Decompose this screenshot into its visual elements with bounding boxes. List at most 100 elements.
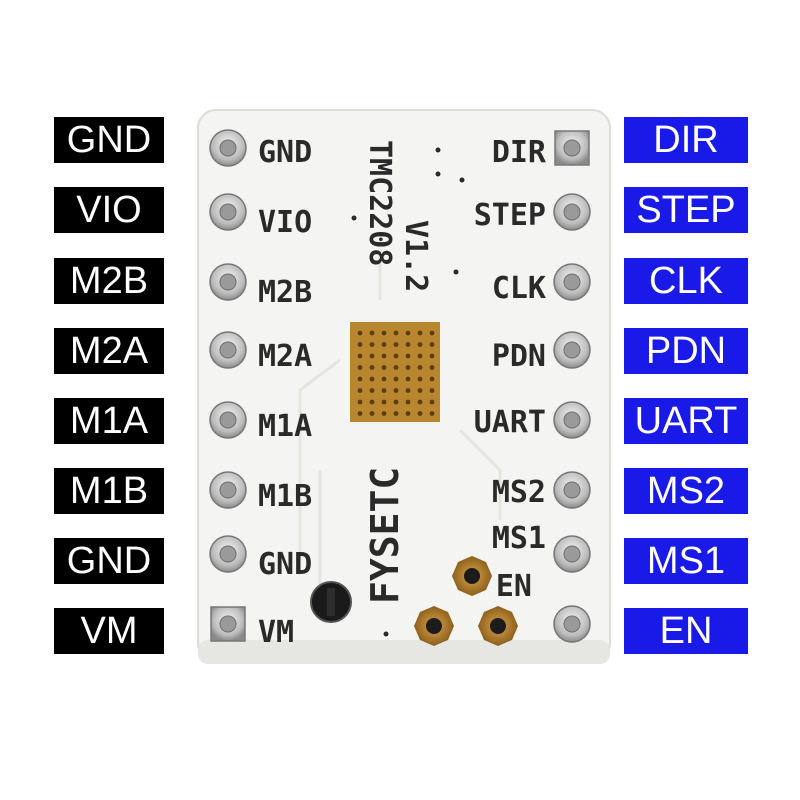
via [429, 353, 435, 359]
left-label-vio: VIO [54, 187, 164, 233]
left-label-m1b: M1B [54, 468, 164, 514]
via [417, 388, 423, 393]
silk-left-vio: VIO [258, 205, 312, 240]
solder-pad-top [452, 556, 492, 596]
right-label-uart: UART [624, 398, 748, 444]
via [417, 330, 423, 336]
left-label-m2b: M2B [54, 258, 164, 304]
silk-right-uart: UART [474, 405, 546, 440]
left-pin-7 [209, 535, 247, 573]
left-pin-8 [210, 606, 246, 642]
via [405, 342, 411, 347]
via [405, 388, 411, 393]
left-pin-1 [209, 129, 247, 167]
via [405, 330, 411, 336]
via [357, 411, 363, 416]
silk-right-dir: DIR [492, 135, 547, 170]
via [369, 330, 375, 336]
right-pin-1 [554, 130, 590, 166]
via [429, 399, 435, 405]
right-label-pdn: PDN [624, 328, 748, 374]
via [369, 365, 375, 370]
via [381, 342, 387, 347]
via [393, 411, 399, 416]
silk-right-en: EN [496, 569, 532, 604]
left-label-vm: VM [54, 608, 164, 654]
silk-left-m2a: M2A [258, 339, 312, 374]
right-label-ms2: MS2 [624, 468, 748, 514]
via [381, 365, 387, 370]
via [369, 376, 375, 382]
right-label-clk: CLK [624, 258, 748, 304]
via [417, 376, 423, 382]
silk-left-m1b: M1B [258, 479, 312, 514]
solder-pad-left [414, 606, 454, 646]
via [417, 411, 423, 416]
solder-pad-right [478, 606, 518, 646]
via [405, 353, 411, 359]
via [357, 342, 363, 347]
via [417, 365, 423, 370]
via [369, 388, 375, 393]
silk-left-gnd: GND [258, 135, 312, 170]
via [381, 330, 387, 336]
left-pin-4 [209, 331, 247, 369]
via [381, 388, 387, 393]
right-pin-8 [553, 605, 591, 643]
silk-left-gnd-2: GND [258, 547, 312, 582]
right-label-dir: DIR [624, 117, 748, 163]
left-label-gnd-2: GND [54, 538, 164, 584]
left-pin-5 [209, 401, 247, 439]
thermal-vias [357, 330, 435, 416]
chip-version: V1.2 [398, 220, 433, 292]
right-pin-6 [553, 471, 591, 509]
via [357, 388, 363, 393]
via [357, 353, 363, 359]
via [429, 388, 435, 393]
via [417, 353, 423, 359]
via [393, 399, 399, 405]
silk-right-ms2: MS2 [492, 475, 546, 510]
via [381, 376, 387, 382]
via [429, 330, 435, 336]
right-pin-7 [553, 535, 591, 573]
via [405, 399, 411, 405]
left-label-gnd: GND [54, 117, 164, 163]
via [393, 365, 399, 370]
silk-left-m1a: M1A [258, 409, 312, 444]
silk-dots [351, 147, 465, 637]
via [369, 342, 375, 347]
left-pin-2 [209, 193, 247, 231]
via [393, 353, 399, 359]
via [357, 376, 363, 382]
via [357, 330, 363, 336]
via [393, 342, 399, 347]
chip-name: TMC2208 [362, 140, 397, 266]
right-label-ms1: MS1 [624, 538, 748, 584]
via [369, 411, 375, 416]
via [393, 330, 399, 336]
via [405, 365, 411, 370]
silk-right-clk: CLK [492, 271, 546, 306]
silk-right-ms1: MS1 [492, 521, 546, 556]
via [369, 399, 375, 405]
pcb-traces [298, 250, 502, 600]
left-label-m1a: M1A [54, 398, 164, 444]
via [429, 411, 435, 416]
right-pin-3 [553, 263, 591, 301]
left-pin-3 [209, 263, 247, 301]
via [357, 399, 363, 405]
right-pin-4 [553, 331, 591, 369]
via [381, 399, 387, 405]
via [417, 342, 423, 347]
via [381, 411, 387, 416]
silk-left-vm: VM [258, 615, 294, 650]
silk-left-m2b: M2B [258, 275, 312, 310]
left-label-m2a: M2A [54, 328, 164, 374]
right-pin-2 [553, 193, 591, 231]
right-label-en: EN [624, 608, 748, 654]
via [405, 411, 411, 416]
right-label-step: STEP [624, 187, 748, 233]
via [417, 399, 423, 405]
